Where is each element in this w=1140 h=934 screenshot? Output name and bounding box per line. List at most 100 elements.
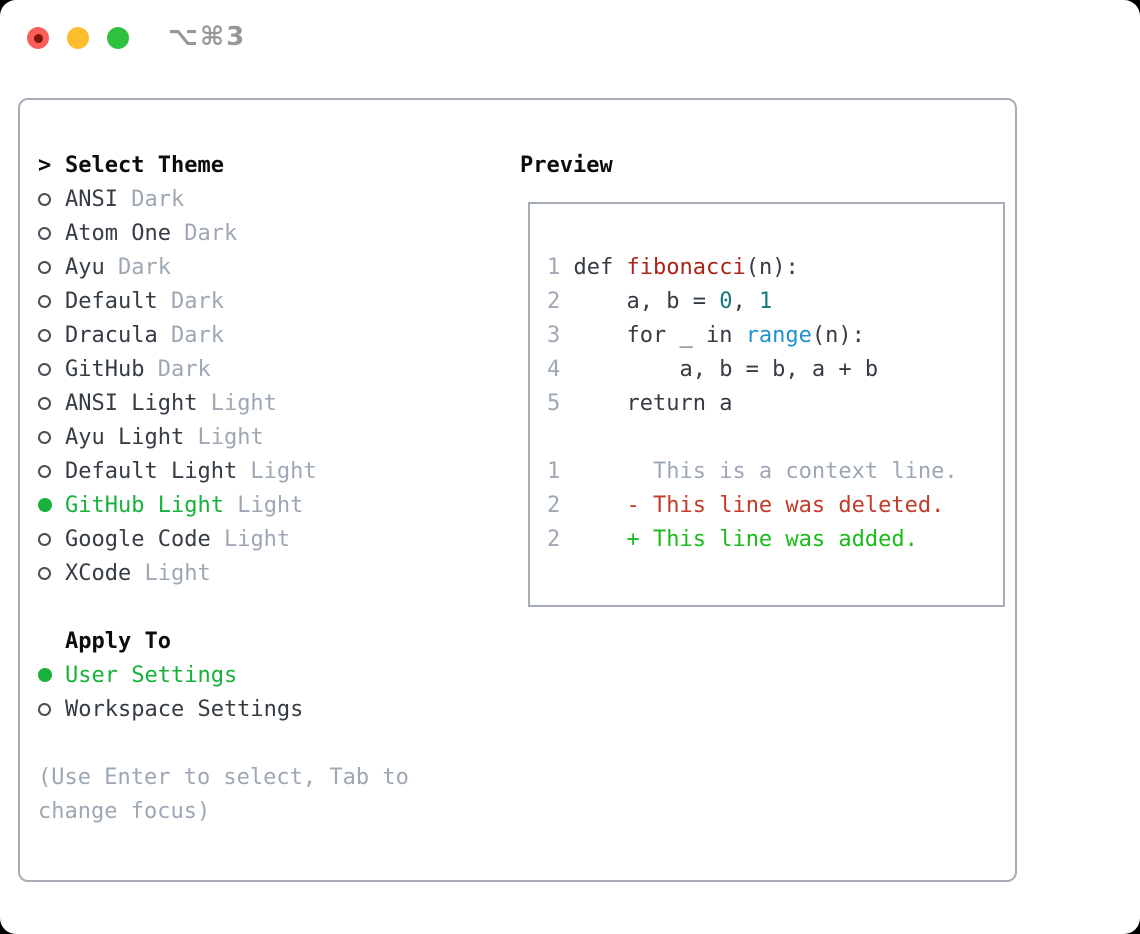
- code-token: a, b = b, a + b: [573, 357, 879, 382]
- theme-item[interactable]: Dracula Dark: [38, 318, 409, 352]
- radio-marker: [38, 498, 65, 512]
- diff-line-deleted: 2 - This line was deleted.: [547, 489, 1003, 523]
- radio-marker: [38, 464, 65, 478]
- theme-label: ANSI Light: [65, 390, 198, 416]
- line-number: 2: [547, 527, 627, 552]
- code-token: ,: [732, 289, 759, 314]
- apply-to-option[interactable]: Workspace Settings: [38, 692, 409, 726]
- radio-unselected-icon: [38, 294, 51, 308]
- code-line: 5 return a: [547, 387, 1003, 421]
- theme-item[interactable]: Atom One Dark: [38, 216, 409, 250]
- diff-text: This is a context line.: [626, 459, 958, 484]
- code-token: def: [573, 255, 627, 280]
- code-token: (n):: [811, 323, 865, 348]
- line-number: 2: [547, 289, 574, 314]
- radio-unselected-icon: [38, 192, 51, 206]
- code-line: 3 for _ in range(n):: [547, 319, 1003, 353]
- theme-variant: Dark: [144, 356, 211, 382]
- cursor-chevron-icon: >: [38, 152, 52, 178]
- theme-variant: Light: [210, 526, 291, 552]
- theme-label: GitHub Light: [65, 492, 224, 518]
- theme-item[interactable]: ANSI Dark: [38, 182, 409, 216]
- theme-item[interactable]: Default Light Light: [38, 454, 409, 488]
- hint-line-1: (Use Enter to select, Tab to: [38, 764, 409, 790]
- line-number: 1: [547, 255, 574, 280]
- preview-title: Preview: [520, 152, 613, 178]
- diff-line-context: 1 This is a context line.: [547, 455, 1003, 489]
- spacer: [547, 421, 1003, 455]
- hint-text: (Use Enter to select, Tab to change focu…: [38, 760, 409, 828]
- code-token: 0: [719, 289, 733, 314]
- apply-to-header: Apply To: [38, 624, 409, 658]
- apply-to-label: User Settings: [65, 662, 238, 688]
- diff-text: + This line was added.: [626, 527, 918, 552]
- radio-unselected-icon: [38, 260, 51, 274]
- theme-item[interactable]: Google Code Light: [38, 522, 409, 556]
- radio-marker: [38, 396, 65, 410]
- spacer: [38, 590, 409, 624]
- code-token: range: [745, 323, 812, 348]
- theme-item[interactable]: ANSI Light Light: [38, 386, 409, 420]
- code-line: 2 a, b = 0, 1: [547, 285, 1003, 319]
- theme-label: Ayu Light: [65, 424, 185, 450]
- theme-item[interactable]: Ayu Dark: [38, 250, 409, 284]
- diff-line-added: 2 + This line was added.: [547, 523, 1003, 557]
- select-theme-title: Select Theme: [65, 152, 224, 178]
- diff-text: - This line was deleted.: [626, 493, 945, 518]
- theme-item[interactable]: GitHub Light Light: [38, 488, 409, 522]
- theme-variant: Dark: [117, 186, 185, 212]
- line-number: 4: [547, 357, 574, 382]
- preview-diff: 1 This is a context line.2 - This line w…: [547, 455, 1003, 557]
- theme-label: XCode: [65, 560, 132, 586]
- apply-to-label: Workspace Settings: [65, 696, 304, 722]
- radio-unselected-icon: [38, 464, 51, 478]
- radio-marker: [38, 566, 65, 580]
- code-line: 4 a, b = b, a + b: [547, 353, 1003, 387]
- zoom-button[interactable]: [107, 27, 129, 49]
- theme-variant: Light: [131, 560, 211, 586]
- code-token: (n):: [745, 255, 799, 280]
- theme-variant: Light: [223, 492, 304, 518]
- theme-item[interactable]: XCode Light: [38, 556, 409, 590]
- theme-label: GitHub: [65, 356, 145, 382]
- line-number: 1: [547, 459, 627, 484]
- radio-marker: [38, 260, 65, 274]
- theme-label: Default Light: [65, 458, 238, 484]
- code-token: a, b =: [573, 289, 720, 314]
- theme-label: Default: [65, 288, 158, 314]
- radio-unselected-icon: [38, 532, 51, 546]
- radio-unselected-icon: [38, 430, 51, 444]
- theme-item[interactable]: Ayu Light Light: [38, 420, 409, 454]
- theme-variant: Light: [184, 424, 264, 450]
- theme-variant: Light: [237, 458, 317, 484]
- theme-variant: Light: [197, 390, 277, 416]
- line-number: 5: [547, 391, 574, 416]
- radio-marker: [38, 192, 65, 206]
- theme-item[interactable]: GitHub Dark: [38, 352, 409, 386]
- radio-selected-icon: [38, 498, 52, 512]
- radio-unselected-icon: [38, 566, 51, 580]
- spacer: [38, 726, 409, 760]
- minimize-button[interactable]: [67, 27, 89, 49]
- radio-unselected-icon: [38, 396, 51, 410]
- apply-to-option[interactable]: User Settings: [38, 658, 409, 692]
- theme-label: Ayu: [65, 254, 105, 280]
- radio-marker: [38, 328, 65, 342]
- theme-label: Dracula: [65, 322, 158, 348]
- radio-unselected-icon: [38, 362, 51, 376]
- unsaved-indicator-dot: [33, 33, 43, 43]
- line-number: 3: [547, 323, 574, 348]
- theme-item[interactable]: Default Dark: [38, 284, 409, 318]
- radio-unselected-icon: [38, 226, 51, 240]
- theme-label: Atom One: [65, 220, 171, 246]
- theme-variant: Dark: [157, 322, 224, 348]
- radio-unselected-icon: [38, 702, 51, 716]
- apply-to-title: Apply To: [65, 628, 171, 654]
- close-button[interactable]: [27, 27, 49, 49]
- radio-selected-icon: [38, 668, 52, 682]
